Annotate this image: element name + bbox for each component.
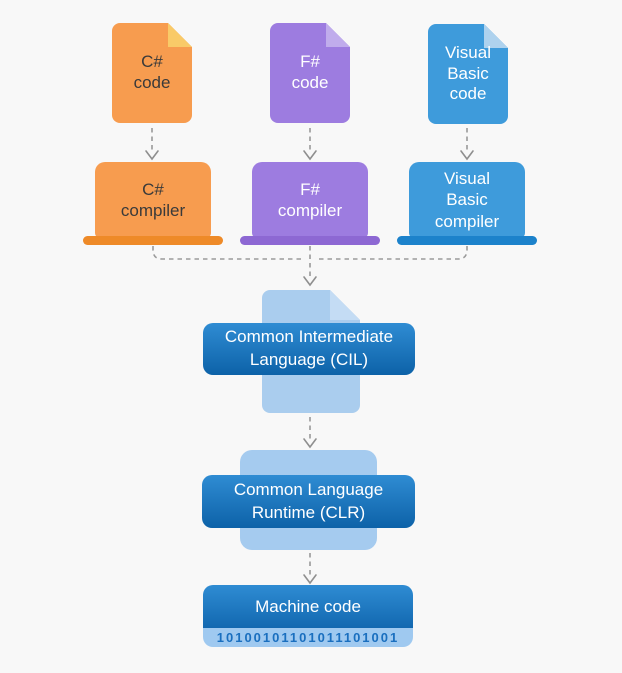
merge-line-left xyxy=(152,246,305,260)
laptop-screen: F# compiler xyxy=(252,162,368,238)
laptop-screen: C# compiler xyxy=(95,162,211,238)
chevron-arrowhead xyxy=(303,150,317,161)
visual-basic-code-label: Visual Basic code xyxy=(428,24,508,124)
chevron-arrowhead xyxy=(460,150,474,161)
folded-corner-icon xyxy=(330,290,360,320)
label-line: C# xyxy=(142,179,164,199)
label-line: F# xyxy=(300,179,320,199)
label-line: Language (CIL) xyxy=(249,350,369,369)
merge-line-right xyxy=(315,246,468,260)
label-line: compiler xyxy=(120,201,186,220)
clr-label: Common Language Runtime (CLR) xyxy=(202,475,415,528)
fsharp-code-document-icon: F# code xyxy=(270,23,350,123)
machine-code-label: Machine code xyxy=(203,585,413,628)
csharp-code-document-icon: C# code xyxy=(112,23,192,123)
fsharp-code-label: F# code xyxy=(270,23,350,123)
cil-label: Common Intermediate Language (CIL) xyxy=(203,323,415,375)
csharp-code-label: C# code xyxy=(112,23,192,123)
label-line: code xyxy=(291,73,329,92)
laptop-screen: Visual Basic compiler xyxy=(409,162,525,238)
label-line: code xyxy=(449,84,487,104)
chevron-arrowhead xyxy=(303,574,317,585)
laptop-base xyxy=(240,236,380,245)
label-line: Common Intermediate xyxy=(224,327,394,347)
label-line: Common Language xyxy=(233,479,384,499)
label-line: F# xyxy=(300,52,320,72)
label-line: C# xyxy=(141,52,163,72)
chevron-arrowhead xyxy=(145,150,159,161)
label-line: compiler xyxy=(434,211,500,231)
chevron-arrowhead xyxy=(303,276,317,287)
laptop-base xyxy=(397,236,537,245)
label-line: Visual xyxy=(444,169,490,189)
label-line: Runtime (CLR) xyxy=(251,502,366,522)
label-line: Visual xyxy=(445,42,491,62)
machine-code-box: Machine code 10100101101011101001 xyxy=(203,585,413,647)
machine-code-binary: 10100101101011101001 xyxy=(203,628,413,647)
chevron-arrowhead xyxy=(303,438,317,449)
visual-basic-code-document-icon: Visual Basic code xyxy=(428,24,508,124)
label-line: code xyxy=(133,73,171,92)
label-line: Basic xyxy=(447,63,489,83)
label-line: Basic xyxy=(446,190,488,210)
laptop-base xyxy=(83,236,223,245)
label-line: compiler xyxy=(277,201,343,220)
